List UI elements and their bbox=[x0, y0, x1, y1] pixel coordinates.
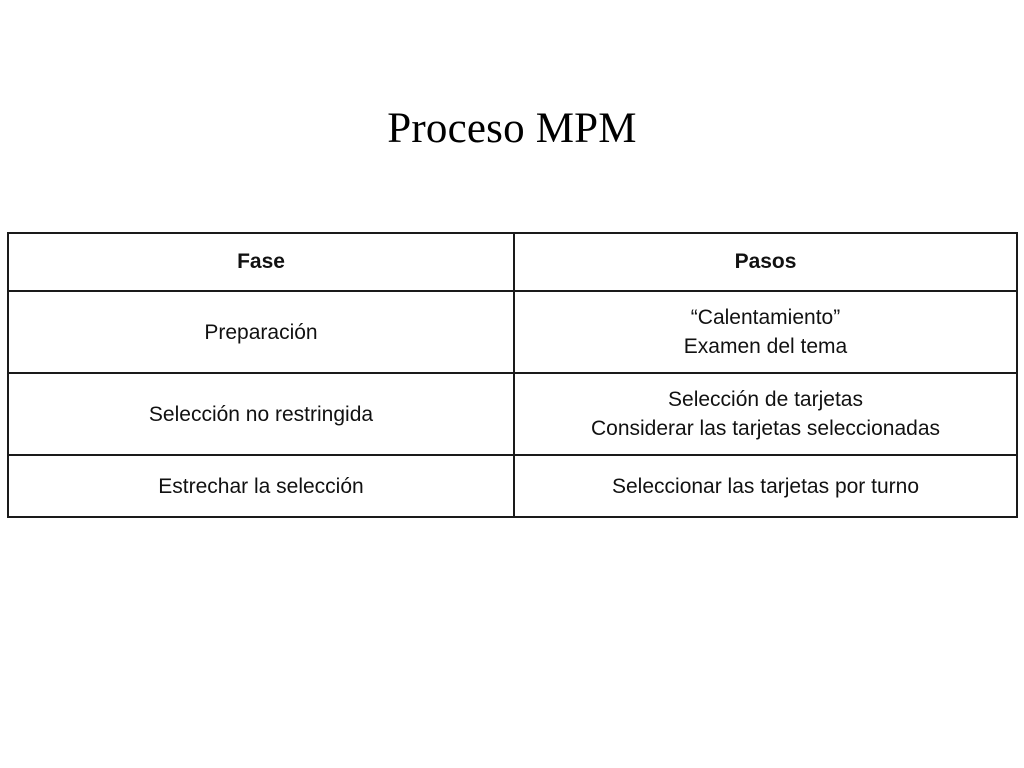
pasos-line: “Calentamiento” bbox=[690, 306, 841, 329]
pasos-line: Examen del tema bbox=[683, 335, 848, 358]
fase-cell: Selección no restringida bbox=[7, 372, 515, 456]
process-table-container: Fase Pasos Preparación “Calentamiento” E… bbox=[7, 232, 1018, 518]
pasos-line: Selección de tarjetas bbox=[668, 388, 863, 411]
table-row: Preparación “Calentamiento” Examen del t… bbox=[7, 290, 1018, 374]
pasos-cell: Seleccionar las tarjetas por turno bbox=[513, 454, 1018, 518]
table-row: Estrechar la selección Seleccionar las t… bbox=[7, 454, 1018, 518]
column-header-fase: Fase bbox=[7, 232, 515, 292]
pasos-line: Considerar las tarjetas seleccionadas bbox=[590, 417, 940, 440]
pasos-cell: “Calentamiento” Examen del tema bbox=[513, 290, 1018, 374]
column-header-pasos: Pasos bbox=[513, 232, 1018, 292]
fase-cell: Estrechar la selección bbox=[7, 454, 515, 518]
fase-cell: Preparación bbox=[7, 290, 515, 374]
process-table: Fase Pasos Preparación “Calentamiento” E… bbox=[7, 232, 1018, 518]
table-header-row: Fase Pasos bbox=[7, 232, 1018, 292]
table-row: Selección no restringida Selección de ta… bbox=[7, 372, 1018, 456]
pasos-line: Seleccionar las tarjetas por turno bbox=[612, 474, 919, 498]
pasos-cell: Selección de tarjetas Considerar las tar… bbox=[513, 372, 1018, 456]
page-title: Proceso MPM bbox=[387, 105, 637, 152]
